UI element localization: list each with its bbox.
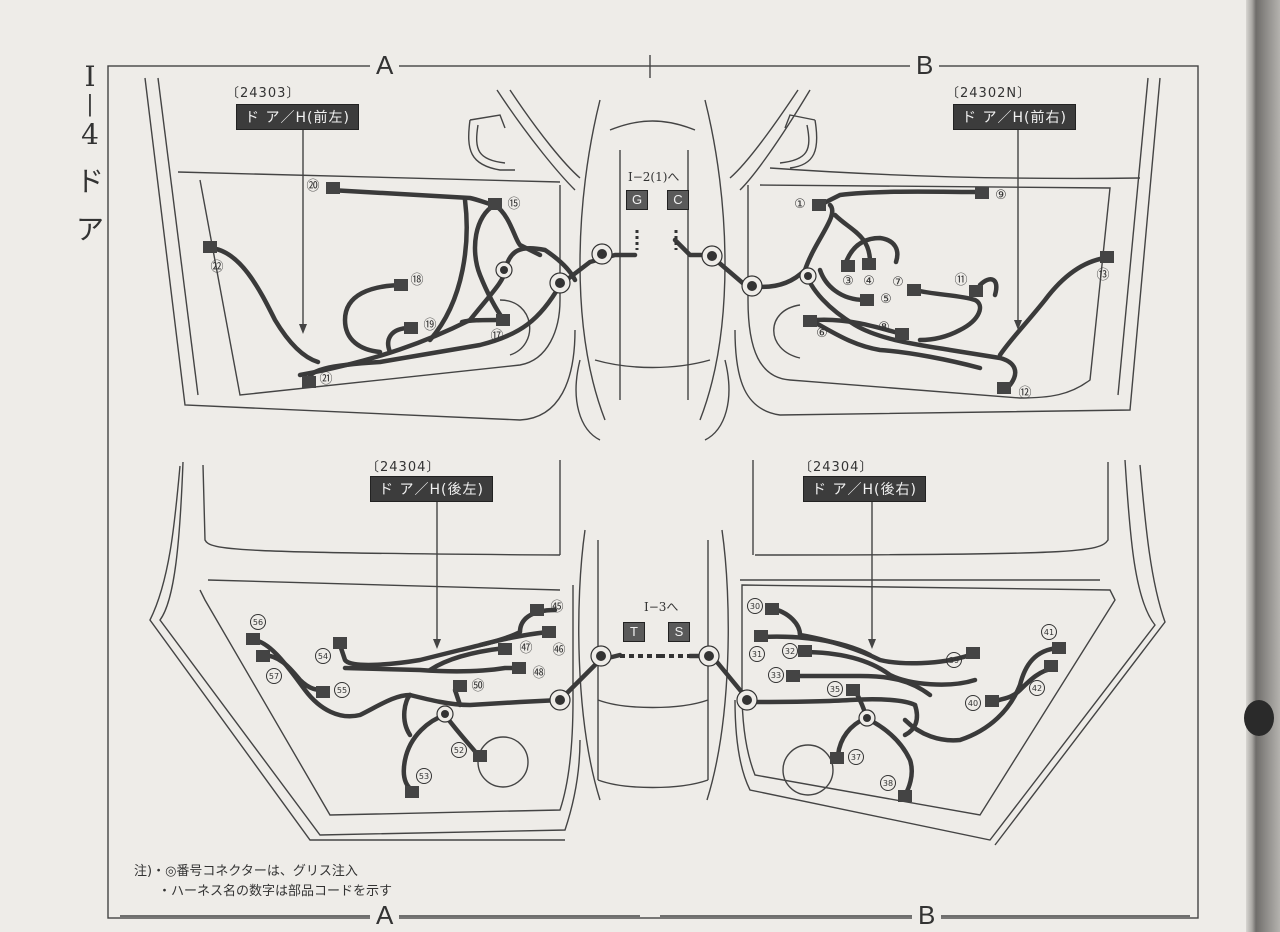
connector-number-fr-8: ⑬ [1096,268,1110,283]
front-connector-g: G [626,190,648,210]
connector-number-fr-6: ⑦ [892,275,904,290]
center-pillar-rear [578,529,729,801]
section-title-char-3: 4 [81,118,99,151]
front-left-part-no: 〔24303〕 [226,86,301,101]
note-line-1: 注)・◎番号コネクターは、グリス注入 [134,864,358,879]
connector-number-fr-2: ⑨ [995,188,1007,203]
front-left-harness [203,182,639,388]
connector-number-rl-4: ㊽ [532,666,546,681]
front-right-harness [672,187,1114,394]
connector-number-fl-7: ㉑ [319,372,333,387]
connector-number-fl-5: ⑲ [423,318,437,333]
connector-number-rl-7: 54 [315,648,331,664]
connector-number-rr-6: 39 [946,652,962,668]
center-pillar-front [575,99,730,441]
connector-number-rr-1: 30 [747,598,763,614]
label-arrows [299,124,1022,649]
section-title-char-4: ド [75,165,104,198]
connector-number-rl-10: 52 [451,742,467,758]
connector-number-fr-4: ④ [863,274,875,289]
connector-number-rr-7: 41 [1041,624,1057,640]
front-left-harness-label: ド ア／H(前左) [236,104,359,130]
connector-number-rr-10: 37 [848,749,864,765]
connector-number-fr-9: ⑥ [816,326,828,341]
rear-reference-text: I−3へ [644,600,679,614]
connector-number-rr-9: 40 [965,695,981,711]
connector-number-fr-10: ⑧ [878,320,890,335]
connector-number-fr-11: ⑫ [1018,386,1032,401]
connector-number-rr-2: 31 [749,646,765,662]
connector-number-fl-1: ⑳ [306,179,320,194]
connector-number-rl-6: 56 [250,614,266,630]
connector-number-rl-1: ㊺ [550,600,564,615]
connector-number-rl-8: 57 [266,668,282,684]
connector-number-rl-5: ㊿ [471,679,485,694]
section-title-char-2: | [86,92,94,117]
front-right-part-no: 〔24302N〕 [946,86,1032,101]
frame-border [107,65,1199,919]
column-letter-a-bottom: A [370,900,400,931]
connector-number-rr-5: 35 [827,681,843,697]
rear-connector-t: T [623,622,645,642]
connector-number-fr-3: ③ [842,274,854,289]
rear-left-harness-label: ド ア／H(後左) [370,476,493,502]
connector-number-rr-3: 32 [782,643,798,659]
connector-number-fr-5: ⑤ [880,292,892,307]
rear-right-harness-label: ド ア／H(後右) [803,476,926,502]
connector-number-fr-7: ⑪ [954,273,968,288]
section-title-char-5: ア [75,213,104,246]
connector-number-fl-2: ⑮ [507,197,521,212]
front-connector-c: C [667,190,689,210]
rear-connector-s: S [668,622,690,642]
column-letter-b-bottom: B [912,900,942,931]
rear-right-part-no: 〔24304〕 [799,460,874,475]
binder-hole [1244,700,1274,736]
front-left-door [144,77,581,421]
rear-left-part-no: 〔24304〕 [366,460,441,475]
connector-number-fl-3: ㉒ [210,260,224,275]
rear-right-harness [660,603,1066,802]
front-right-harness-label: ド ア／H(前右) [953,104,1076,130]
connector-number-rl-9: 55 [334,682,350,698]
page-edge-shadow [1246,0,1280,932]
connector-number-fl-4: ⑱ [410,273,424,288]
front-reference-text: I−2(1)へ [628,170,680,184]
column-letter-b-top: B [910,50,940,81]
connector-number-rl-3: ㊼ [519,641,533,656]
front-right-door [729,77,1161,416]
connector-number-rr-8: 42 [1029,680,1045,696]
connector-number-rr-11: 38 [880,775,896,791]
connector-number-rr-4: 33 [768,667,784,683]
connector-number-fr-1: ① [794,197,806,212]
rear-left-door [149,460,581,841]
connector-number-fl-6: ⑰ [490,329,504,344]
rear-left-harness [246,604,660,798]
column-letter-a-top: A [370,50,400,81]
section-title-char-1: I [84,60,96,93]
note-line-2: ・ハーネス名の数字は部品コードを示す [158,884,393,899]
connector-number-rl-11: 53 [416,768,432,784]
connector-number-rl-2: ㊻ [552,643,566,658]
